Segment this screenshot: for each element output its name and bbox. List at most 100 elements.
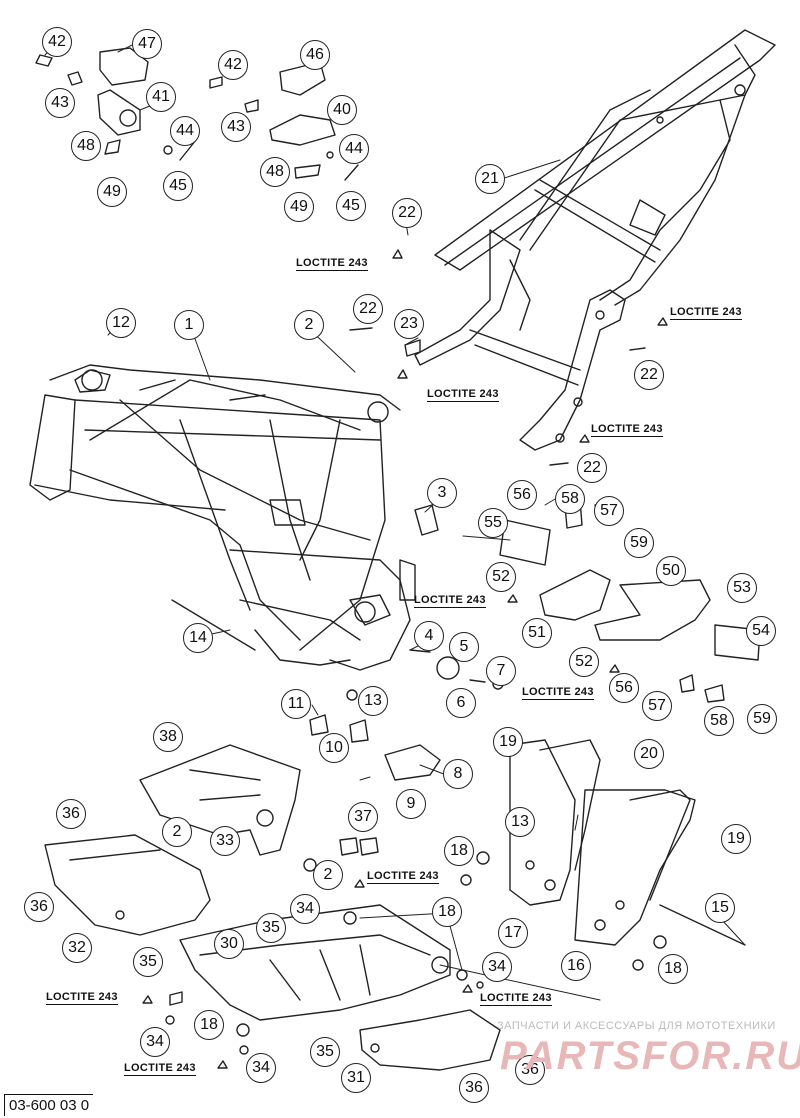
part-callout: 6: [446, 688, 476, 718]
part-callout: 35: [256, 913, 286, 943]
part-callout: 46: [300, 40, 330, 70]
part-callout: 40: [327, 95, 357, 125]
part-callout: 58: [704, 706, 734, 736]
part-callout: 45: [163, 171, 193, 201]
part-callout: 41: [146, 82, 176, 112]
part-callout: 5: [449, 632, 479, 662]
part-callout: 15: [705, 893, 735, 923]
part-callout: 34: [482, 952, 512, 982]
part-callout: 12: [106, 308, 136, 338]
part-callout: 9: [396, 789, 426, 819]
part-callout: 2: [294, 310, 324, 340]
main-frame-drawing: [29, 364, 416, 671]
part-callout: 50: [656, 556, 686, 586]
part-callout: 59: [624, 528, 654, 558]
part-callout: 19: [721, 824, 751, 854]
loctite-label: LOCTITE 243: [591, 423, 663, 437]
part-callout: 23: [394, 309, 424, 339]
part-callout: 48: [260, 157, 290, 187]
part-callout: 59: [747, 704, 777, 734]
loctite-label: LOCTITE 243: [427, 388, 499, 402]
part-callout: 3: [427, 478, 457, 508]
part-callout: 47: [132, 29, 162, 59]
part-callout: 2: [162, 817, 192, 847]
part-callout: 56: [609, 673, 639, 703]
part-callout: 55: [478, 508, 508, 538]
part-callout: 56: [507, 480, 537, 510]
part-callout: 13: [358, 686, 388, 716]
drawing-code: 03-600 03 0: [4, 1094, 94, 1116]
part-callout: 35: [310, 1037, 340, 1067]
part-callout: 10: [319, 733, 349, 763]
part-callout: 42: [42, 27, 72, 57]
part-callout: 22: [353, 294, 383, 324]
part-callout: 2: [313, 860, 343, 890]
part-callout: 34: [246, 1053, 276, 1083]
part-callout: 22: [392, 198, 422, 228]
part-callout: 49: [284, 192, 314, 222]
part-callout: 54: [746, 616, 776, 646]
part-callout: 32: [62, 933, 92, 963]
part-callout: 37: [348, 802, 378, 832]
part-callout: 36: [24, 892, 54, 922]
part-callout: 38: [153, 722, 183, 752]
loctite-label: LOCTITE 243: [522, 686, 594, 700]
part-callout: 53: [727, 573, 757, 603]
part-callout: 14: [183, 623, 213, 653]
part-callout: 43: [221, 112, 251, 142]
part-callout: 16: [561, 951, 591, 981]
part-callout: 11: [281, 689, 311, 719]
watermark-tagline: ЗАПЧАСТИ И АКСЕССУАРЫ ДЛЯ МОТОТЕХНИКИ: [497, 1020, 776, 1032]
part-callout: 20: [634, 739, 664, 769]
watermark-logo: PARTSFOR.RU: [500, 1034, 800, 1078]
part-callout: 51: [522, 618, 552, 648]
part-callout: 44: [339, 134, 369, 164]
loctite-label: LOCTITE 243: [296, 257, 368, 271]
part-callout: 21: [475, 164, 505, 194]
part-callout: 57: [642, 691, 672, 721]
part-callout: 45: [336, 191, 366, 221]
part-callout: 1: [174, 310, 204, 340]
part-callout: 57: [594, 496, 624, 526]
part-callout: 49: [97, 177, 127, 207]
part-callout: 18: [658, 954, 688, 984]
part-callout: 30: [214, 929, 244, 959]
leader-lines: [44, 41, 746, 1001]
part-callout: 34: [140, 1027, 170, 1057]
part-callout: 35: [133, 947, 163, 977]
part-callout: 4: [414, 621, 444, 651]
part-callout: 7: [486, 656, 516, 686]
part-callout: 18: [444, 836, 474, 866]
loctite-label: LOCTITE 243: [367, 870, 439, 884]
part-callout: 13: [505, 807, 535, 837]
part-callout: 22: [577, 453, 607, 483]
part-callout: 58: [555, 484, 585, 514]
part-callout: 34: [290, 894, 320, 924]
part-callout: 42: [218, 50, 248, 80]
loctite-label: LOCTITE 243: [670, 306, 742, 320]
part-callout: 36: [56, 799, 86, 829]
part-callout: 19: [493, 727, 523, 757]
part-callout: 31: [341, 1063, 371, 1093]
part-callout: 43: [45, 88, 75, 118]
part-callout: 48: [71, 131, 101, 161]
part-callout: 22: [634, 360, 664, 390]
part-callout: 18: [194, 1010, 224, 1040]
loctite-label: LOCTITE 243: [46, 991, 118, 1005]
part-callout: 33: [210, 826, 240, 856]
part-callout: 17: [498, 918, 528, 948]
rear-subframe-drawing: [414, 29, 776, 451]
loctite-droplets: [142, 249, 668, 1069]
part-callout: 36: [515, 1055, 545, 1085]
part-callout: 52: [486, 562, 516, 592]
loctite-label: LOCTITE 243: [480, 992, 552, 1006]
part-callout: 36: [459, 1073, 489, 1103]
loctite-label: LOCTITE 243: [414, 594, 486, 608]
part-callout: 52: [569, 647, 599, 677]
part-callout: 18: [432, 897, 462, 927]
part-callout: 8: [443, 759, 473, 789]
loctite-label: LOCTITE 243: [124, 1062, 196, 1076]
part-callout: 44: [170, 116, 200, 146]
